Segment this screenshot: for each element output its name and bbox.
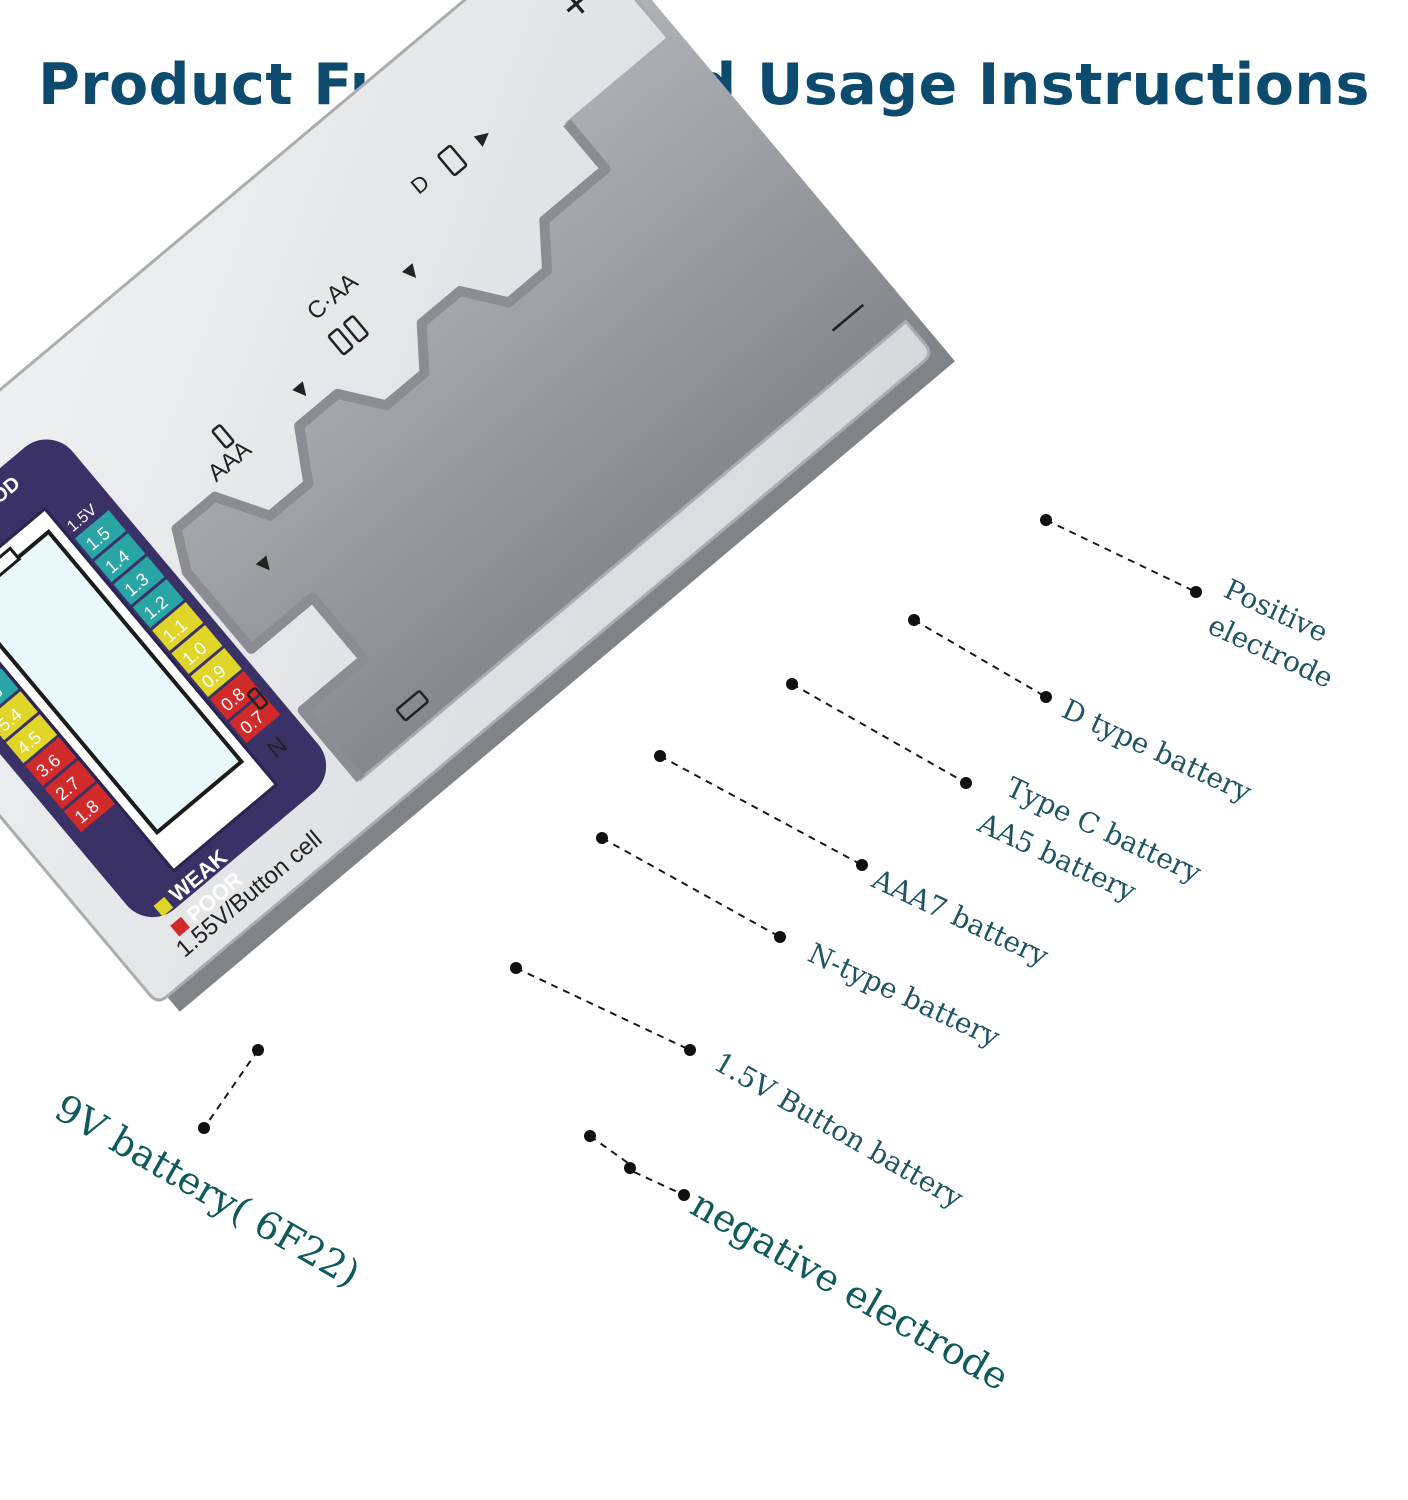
callout-negative: negative electrode	[684, 1182, 1017, 1400]
leader-c-aa	[791, 683, 967, 784]
leader-button	[515, 967, 691, 1051]
button-cell-icon	[395, 690, 429, 722]
scale-1-5v-cell-poor	[229, 693, 281, 743]
scale-1-5v-cell-weak	[171, 625, 223, 675]
tester-body: GOOD WEAK POOR 9V 9.08.17.26.35.44.53.62…	[0, 0, 955, 1012]
dot-n-start	[596, 832, 608, 844]
leader-negative-2	[633, 1171, 685, 1196]
scale-1-5v-cells: 1.51.41.31.21.11.00.90.80.7	[74, 510, 281, 743]
dot-button-start	[510, 962, 522, 974]
scale-9v-cell-poor	[63, 783, 115, 833]
dot-negative-end	[678, 1189, 690, 1201]
leader-n	[601, 837, 781, 938]
slot-aa-battery-icon	[343, 315, 369, 343]
scale-1-5v-cell-good	[74, 510, 127, 560]
slot-rim	[171, 119, 611, 783]
scale-1-5v-cell-poor	[209, 671, 262, 720]
scale-1-5v-cell-good	[113, 556, 165, 606]
scale-9v-cell-poor	[25, 737, 77, 787]
callout-aaa7: AAA7 battery	[866, 862, 1053, 973]
dot-9v-end	[198, 1122, 210, 1134]
dot-d-start	[908, 614, 920, 626]
dot-n-end	[774, 931, 786, 943]
callout-d-type: D type battery	[1057, 692, 1257, 808]
scale-9v-value-good: 6.3	[0, 681, 7, 712]
meter-cap	[0, 546, 22, 581]
callout-9v: 9V battery( 6F22)	[48, 1086, 368, 1296]
leader-aaa	[659, 755, 863, 866]
dot-9v-start	[252, 1044, 264, 1056]
callout-dots	[198, 514, 1202, 1201]
leader-9v	[203, 1049, 259, 1129]
leader-d-type	[913, 619, 1047, 698]
scale-9v-cell-weak	[0, 691, 38, 741]
legend-poor-swatch	[170, 916, 190, 937]
dot-aaa-end	[856, 859, 868, 871]
slot-n-battery-icon	[246, 687, 269, 710]
dot-positive-end	[1190, 586, 1202, 598]
dot-negative-mid	[624, 1162, 636, 1174]
callout-lines	[203, 519, 1197, 1196]
leader-positive	[1045, 519, 1197, 593]
dot-negative-start	[584, 1130, 596, 1142]
dot-aaa-start	[654, 750, 666, 762]
dot-c-start	[786, 678, 798, 690]
scale-9v-cell-weak	[5, 714, 58, 764]
slot-d-battery-icon	[437, 144, 468, 176]
scale-1-5v-cell-good	[94, 533, 146, 583]
slot-aaa-battery-icon	[211, 424, 235, 449]
dot-c-end	[960, 777, 972, 789]
scale-1-5v-cell-weak	[152, 602, 204, 652]
scale-9v-cell-poor	[44, 760, 96, 810]
dot-positive-start	[1040, 514, 1052, 526]
scale-1-5v-cell-good	[132, 579, 184, 629]
dot-d-end	[1040, 691, 1052, 703]
scale-1-5v-cell-weak	[190, 648, 242, 697]
callout-n-type: N-type battery	[803, 936, 1005, 1054]
leader-negative-1	[589, 1135, 629, 1164]
dot-button-end	[684, 1044, 696, 1056]
legend-weak-swatch	[153, 896, 174, 917]
slot-c-battery-icon	[327, 328, 354, 356]
callout-button: 1.5V Button battery	[709, 1045, 969, 1214]
scale-9v-cell-good	[0, 668, 19, 718]
